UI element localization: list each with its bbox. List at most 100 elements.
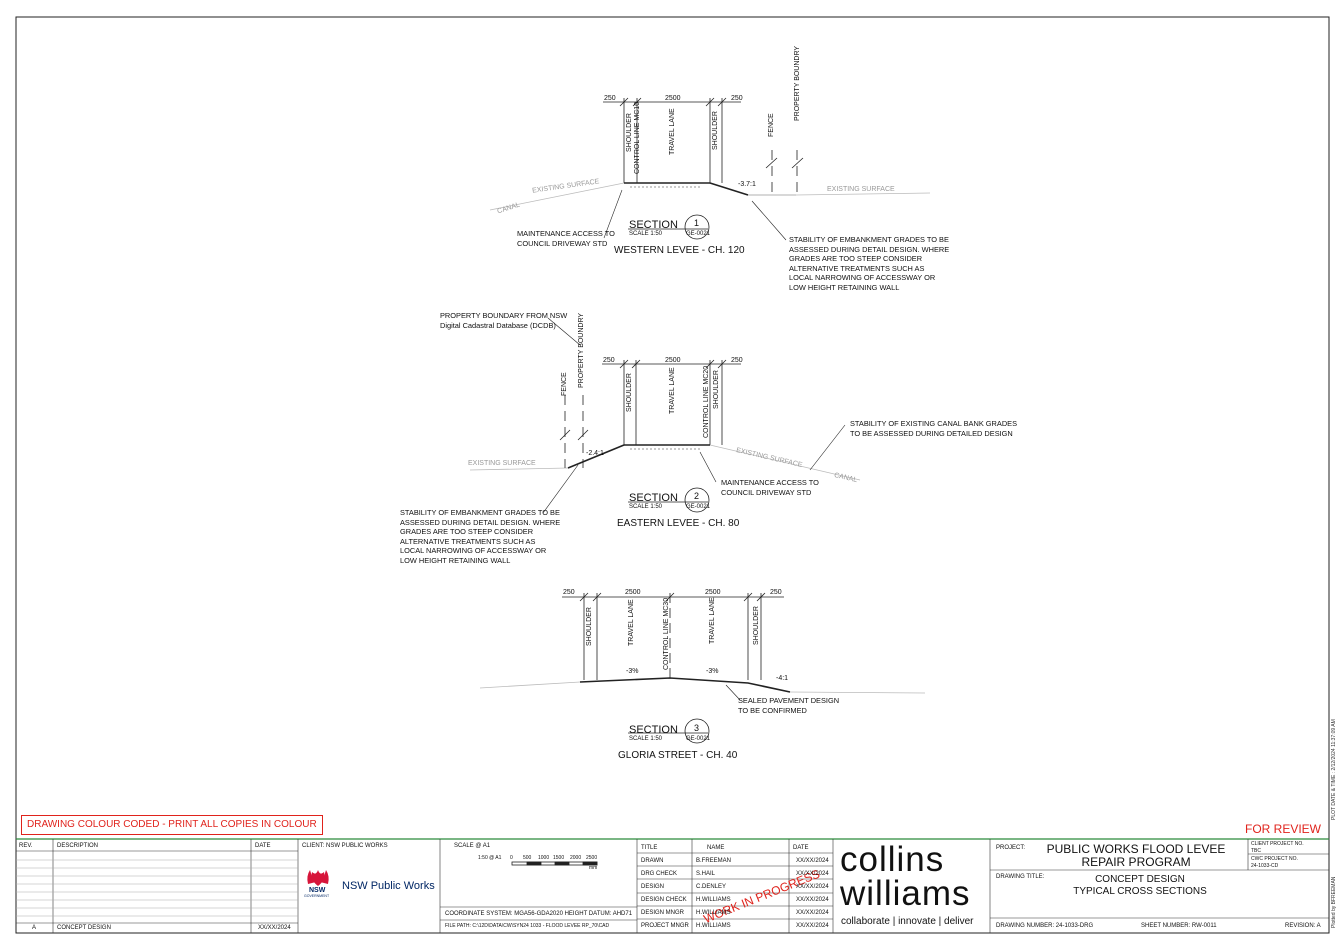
cwc-project-value: 24-1033-CD <box>1251 863 1279 869</box>
brand-line-2: williams <box>840 874 971 913</box>
signoff-row-date: XX/XX/2024 <box>796 884 829 890</box>
section-1-label-fence: FENCE <box>768 113 775 137</box>
section-2-dim-left: 250 <box>603 357 615 364</box>
rev-description: CONCEPT DESIGN <box>57 925 111 931</box>
section-2-ref: GE-0021 <box>686 504 711 510</box>
signoff-row-title: DRG CHECK <box>641 871 678 877</box>
signoff-row-title: DESIGN CHECK <box>641 897 687 903</box>
section-2-dim-mid: 2500 <box>665 357 681 364</box>
signoff-row-title: DESIGN <box>641 884 665 890</box>
section-3-dim-3: 2500 <box>705 589 721 596</box>
section-3-dim-2: 2500 <box>625 589 641 596</box>
plotted-by-text: Plotted by BFREEMAN <box>1331 876 1337 928</box>
section-2-note-access: MAINTENANCE ACCESS TO COUNCIL DRIVEWAY S… <box>721 478 819 497</box>
section-3-geometry <box>479 592 926 744</box>
section-2-dim-right: 250 <box>731 357 743 364</box>
client-project-label: CLIENT PROJECT NO. <box>1251 841 1304 847</box>
drawing-title-line-1: CONCEPT DESIGN <box>1095 874 1185 885</box>
scale-tick-500: 500 <box>523 855 532 861</box>
section-3-label-control-line: CONTROL LINE MC30 <box>663 597 670 670</box>
plot-date-text: PLOT DATE & TIME : 2/12/2024 11:37:09 AM <box>1331 719 1337 820</box>
description-header: DESCRIPTION <box>57 843 99 849</box>
section-2-note-canal-bank: STABILITY OF EXISTING CANAL BANK GRADES … <box>850 419 1018 438</box>
client-label: CLIENT: NSW PUBLIC WORKS <box>302 843 388 849</box>
title-block-grid <box>16 839 1329 933</box>
signoff-row-date: XX/XX/2024 <box>796 858 829 864</box>
for-review-stamp: FOR REVIEW <box>1245 822 1322 836</box>
section-2-label-shoulder-right: SHOULDER <box>713 370 720 409</box>
client-project-value: TBC <box>1251 848 1261 854</box>
signoff-row-date: XX/XX/2024 <box>796 871 829 877</box>
signoff-row-date: XX/XX/2024 <box>796 923 829 929</box>
signoff-row-name: H.WILLIAMS <box>696 897 731 903</box>
signoff-row-name: H.WILLIAMS <box>696 923 731 929</box>
signoff-row-title: PROJECT MNGR <box>641 923 689 929</box>
section-2-number: 2 <box>694 491 700 501</box>
signoff-row-name: B.FREEMAN <box>696 858 732 864</box>
section-3-dim-1: 250 <box>563 589 575 596</box>
drawing-number: DRAWING NUMBER: 24-1033-DRG <box>996 923 1094 929</box>
signoff-row-title: DESIGN MNGR <box>641 910 685 916</box>
section-3-grade-left: -3% <box>626 668 639 675</box>
section-2-title: SECTION <box>629 492 678 504</box>
nsw-logo-gov: GOVERNMENT <box>304 894 330 898</box>
section-1-name: WESTERN LEVEE - CH. 120 <box>614 245 745 256</box>
project-title-line-1: PUBLIC WORKS FLOOD LEVEE <box>1046 842 1226 856</box>
section-2-label-fence: FENCE <box>561 372 568 396</box>
cwc-project-label: CWC PROJECT NO. <box>1251 856 1298 862</box>
section-1-label-control-line: CONTROL LINE MC10 <box>634 101 641 174</box>
section-2-label-property-boundary: PROPERTY BOUNDRY <box>578 312 585 388</box>
section-1-label-shoulder-left: SHOULDER <box>626 113 633 152</box>
section-3-dim-4: 250 <box>770 589 782 596</box>
section-2-scale: SCALE 1:50 <box>629 504 663 510</box>
signoff-title-header: TITLE <box>641 845 658 851</box>
section-1-dim-left: 250 <box>604 95 616 102</box>
drawing-title-label: DRAWING TITLE: <box>996 874 1045 880</box>
signoff-row-name: H.WILLIAMS <box>696 910 731 916</box>
colour-notice: DRAWING COLOUR CODED - PRINT ALL COPIES … <box>21 815 323 835</box>
section-3-name: GLORIA STREET - CH. 40 <box>618 750 738 761</box>
file-path: FILE PATH: C:\12D\DATA\CW\SYN24 1033 - F… <box>445 923 610 929</box>
sheet-number: SHEET NUMBER: RW-0011 <box>1141 923 1217 929</box>
section-3-label-travel-lane-left: TRAVEL LANE <box>628 599 635 646</box>
drawing-title-line-2: TYPICAL CROSS SECTIONS <box>1073 886 1207 897</box>
section-1-title: SECTION <box>629 219 678 231</box>
nsw-waratah-icon <box>307 870 329 886</box>
section-1-surface-right: EXISTING SURFACE <box>827 186 895 193</box>
scale-tick-1000: 1000 <box>538 855 550 861</box>
scale-tick-2500: 2500 <box>586 855 598 861</box>
scale-tick-1500: 1500 <box>553 855 565 861</box>
signoff-name-header: NAME <box>707 845 725 851</box>
section-3-number: 3 <box>694 723 700 733</box>
section-1-note-stability: STABILITY OF EMBANKMENT GRADES TO BE ASS… <box>789 235 950 292</box>
section-3-label-travel-lane-right: TRAVEL LANE <box>709 597 716 644</box>
section-3-label-shoulder-left: SHOULDER <box>586 607 593 646</box>
nsw-logo-text: NSW <box>309 887 326 894</box>
section-3-title: SECTION <box>629 724 678 736</box>
signoff-row-date: XX/XX/2024 <box>796 897 829 903</box>
section-1-geometry <box>489 97 931 241</box>
rev-date: XX/XX/2024 <box>258 925 291 931</box>
section-2-note-dcdb: PROPERTY BOUNDARY FROM NSW Digital Cadas… <box>440 311 568 330</box>
project-label: PROJECT: <box>996 845 1026 851</box>
brand-line-1: collins <box>840 840 945 879</box>
section-3-note-pavement: SEALED PAVEMENT DESIGN TO BE CONFIRMED <box>738 696 840 715</box>
section-3-label-shoulder-right: SHOULDER <box>753 606 760 645</box>
section-1-grade: -3.7:1 <box>738 181 756 188</box>
scale-tick-2000: 2000 <box>570 855 582 861</box>
rev-value: A <box>32 925 37 931</box>
section-2-name: EASTERN LEVEE - CH. 80 <box>617 518 740 529</box>
section-2-geometry <box>469 317 861 514</box>
signoff-row-title: DRAWN <box>641 858 664 864</box>
section-3-grade-right: -3% <box>706 668 719 675</box>
scale-tick-0: 0 <box>510 855 513 861</box>
brand-tagline: collaborate | innovate | deliver <box>841 916 974 927</box>
coordinate-system: COORDINATE SYSTEM: MGA56-GDA2020 HEIGHT … <box>445 911 633 917</box>
project-title-line-2: REPAIR PROGRAM <box>1081 855 1191 869</box>
section-3-ref: GE-0021 <box>686 736 711 742</box>
scale-ratio: 1:50 @ A1 <box>478 855 502 861</box>
section-2-note-stability: STABILITY OF EMBANKMENT GRADES TO BE ASS… <box>400 508 561 565</box>
signoff-row-name: S.HAIL <box>696 871 716 877</box>
